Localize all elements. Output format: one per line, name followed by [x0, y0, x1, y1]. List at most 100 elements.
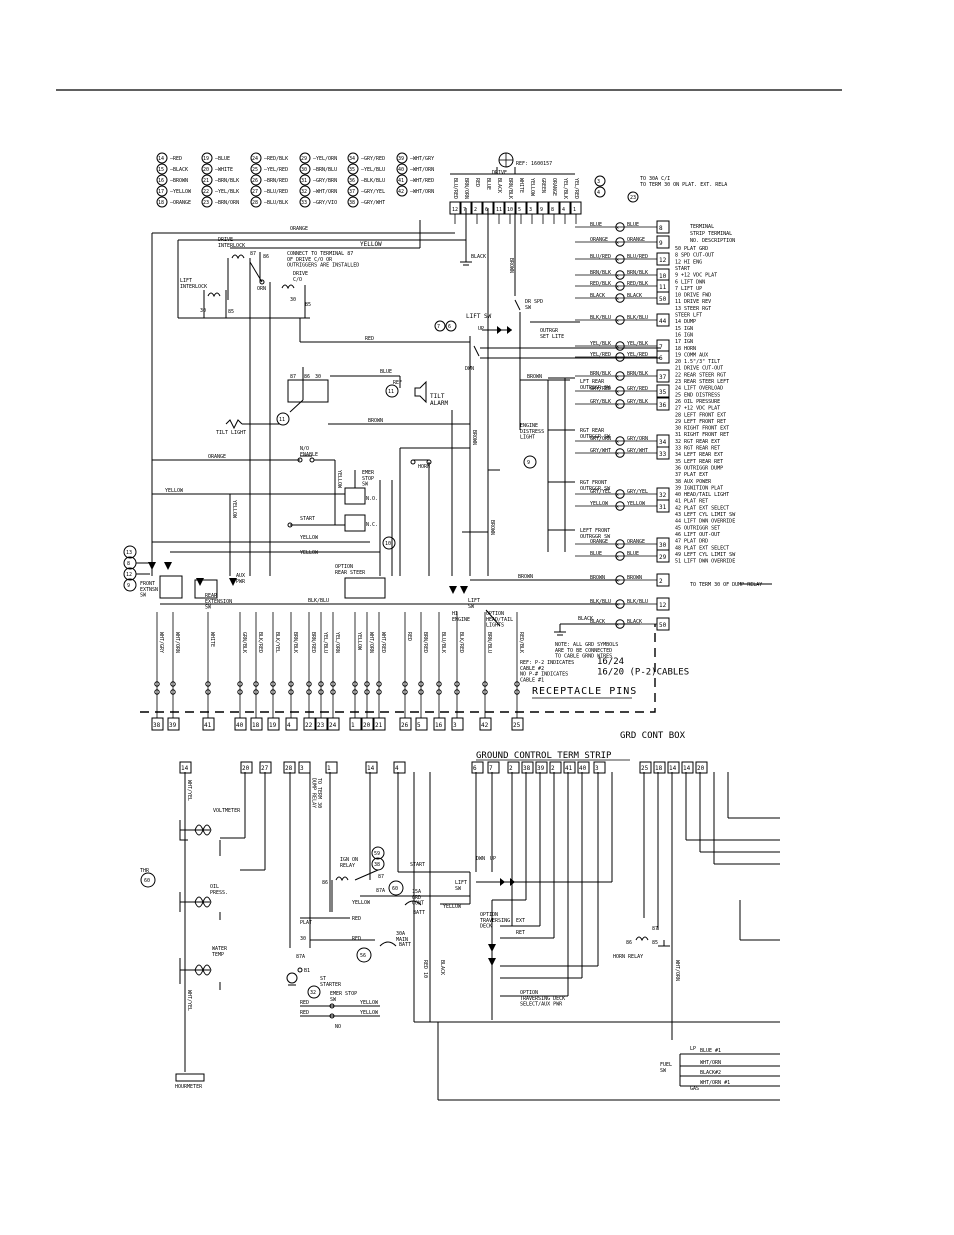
legend-bubble [156, 163, 168, 175]
svg-text:START: START [300, 516, 315, 522]
legend-label: —GRY/WHT [361, 200, 385, 206]
legend-bubble [299, 196, 311, 208]
tap-wire-label-right: BLK/BLU [627, 599, 648, 605]
legend-number: 23 [203, 200, 209, 206]
terminal-number: 2 [659, 578, 663, 585]
terminal-number: 12 [659, 257, 667, 264]
pin-wire-label: BRN/RED [310, 632, 316, 653]
svg-text:86: 86 [304, 374, 310, 380]
strip-desc-line: 41 PLAT RET [675, 499, 708, 505]
svg-text:6: 6 [448, 324, 451, 330]
strip-desc-line: 23 REAR STEER LEFT [675, 379, 729, 385]
strip-desc-line: 43 LEFT CYL LIMIT SW [675, 512, 736, 518]
svg-text:BROWN: BROWN [471, 430, 477, 445]
svg-text:13: 13 [126, 550, 132, 556]
legend-bubble [201, 185, 213, 197]
connector-x: ✕ [616, 296, 619, 302]
terminal-box [656, 220, 670, 234]
svg-text:87: 87 [652, 926, 658, 932]
legend-bubble [201, 196, 213, 208]
pin-number: 41 [204, 722, 212, 729]
drive-connector: REF: 1600157 DRIVE [450, 152, 575, 176]
svg-text:BRN/BLK: BRN/BLK [507, 178, 513, 199]
legend-label: —WHITE [215, 167, 233, 173]
tap-wire-label-right: GRY/BLK [627, 399, 648, 405]
strip-desc-line: 8 SPD CUT-OUT [675, 253, 714, 259]
legend-bubble [156, 196, 168, 208]
ground-right-number: 20 [697, 765, 705, 772]
ground-control-title: GROUND CONTROL TERM STRIP [476, 751, 612, 761]
pin-wire-label: GRN/BLK [241, 632, 247, 653]
strip-desc-line: 39 IGNITION PLAT [675, 485, 723, 491]
tap-wire-label: GRY/BLK [590, 399, 611, 405]
svg-text:YEL/RED: YEL/RED [573, 178, 579, 199]
terminal-number: 36 [659, 402, 667, 409]
strip-desc-line: 12 HI ENG [675, 259, 702, 265]
legend-bubble [156, 152, 168, 164]
svg-text:38: 38 [374, 862, 380, 868]
strip-desc-line: 17 IGN [675, 339, 693, 345]
receptacle-pin: YEL/ORN 24 [327, 612, 340, 731]
legend-bubble [156, 174, 168, 186]
pin-number: 18 [252, 722, 260, 729]
legend-number: 39 [398, 156, 404, 162]
svg-text:BRN/ORN: BRN/ORN [463, 178, 469, 199]
pin-wire-label: WHT/ORN [368, 632, 374, 653]
ground-terminal-number: 4 [395, 765, 399, 772]
svg-text:86: 86 [322, 880, 328, 886]
strip-desc-line: 22 REAR STEER RGT [675, 372, 726, 378]
svg-text:86: 86 [263, 254, 269, 260]
tap-wire-label: BLK/BLU [590, 599, 611, 605]
svg-text:30: 30 [290, 297, 296, 303]
strip-desc-line: 30 RIGHT FRONT EXT [675, 426, 729, 432]
terminal-box [656, 235, 670, 249]
tap-wire-label: ORANGE [590, 539, 608, 545]
legend-bubble [347, 185, 359, 197]
svg-text:30: 30 [300, 936, 306, 942]
svg-text:UP: UP [490, 856, 496, 862]
ground-right-terminal [667, 761, 680, 774]
tap-wire-label: YEL/BLK [590, 341, 611, 347]
terminal-number: 11 [659, 284, 667, 291]
connector-x: ✕ [616, 225, 619, 231]
legend-label: —GRY/BRN [313, 178, 337, 184]
wire-color-legend: 14—RED15—BLACK16—BROWN17—YELLOW18—ORANGE… [156, 152, 434, 208]
tap-wire-label: BROWN [590, 575, 605, 581]
pin-wire-label: YEL/BLU [322, 632, 328, 653]
pin-wire-label: YEL/ORN [334, 632, 340, 653]
ground-terminal [325, 761, 338, 774]
strip-desc-line: 50 PLAT GRD [675, 246, 708, 252]
tap-wire-label: BLUE [590, 222, 602, 228]
terminal-box [656, 597, 670, 611]
tap-wire-label: BLU/RED [590, 254, 611, 260]
connector-x: ✕ [616, 622, 619, 628]
pin-number: 38 [153, 722, 161, 729]
ground-right-terminal [653, 761, 666, 774]
svg-text:BLACK#2: BLACK#2 [700, 1070, 721, 1076]
svg-text:YELLOW: YELLOW [443, 904, 462, 910]
legend-number: 34 [349, 156, 355, 162]
svg-text:BLUE: BLUE [380, 369, 392, 375]
strip-desc-line: 46 LIFT OUT-OUT [675, 532, 720, 538]
svg-text:ORANGE: ORANGE [290, 226, 308, 232]
pin-number: 24 [329, 722, 337, 729]
ref-bubble-23: 23 [630, 195, 636, 201]
legend-label: —BRN/RED [264, 178, 288, 184]
svg-text:RED: RED [474, 178, 480, 187]
svg-text:NO: NO [335, 1024, 341, 1030]
terminal-number: 8 [659, 225, 663, 232]
svg-text:BATT: BATT [399, 942, 411, 948]
